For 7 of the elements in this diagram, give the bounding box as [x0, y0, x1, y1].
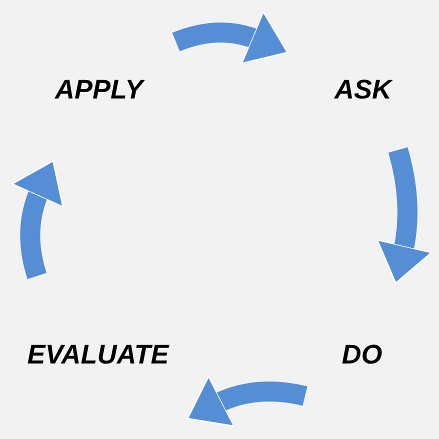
- curved-arrow: [172, 10, 289, 65]
- step-label: APPLY: [55, 74, 143, 106]
- curved-arrow: [376, 147, 432, 284]
- step-label: EVALUATE: [27, 340, 169, 370]
- step-label: DO: [342, 340, 382, 370]
- curved-arrow: [186, 375, 308, 428]
- step-label: ASK: [334, 74, 392, 106]
